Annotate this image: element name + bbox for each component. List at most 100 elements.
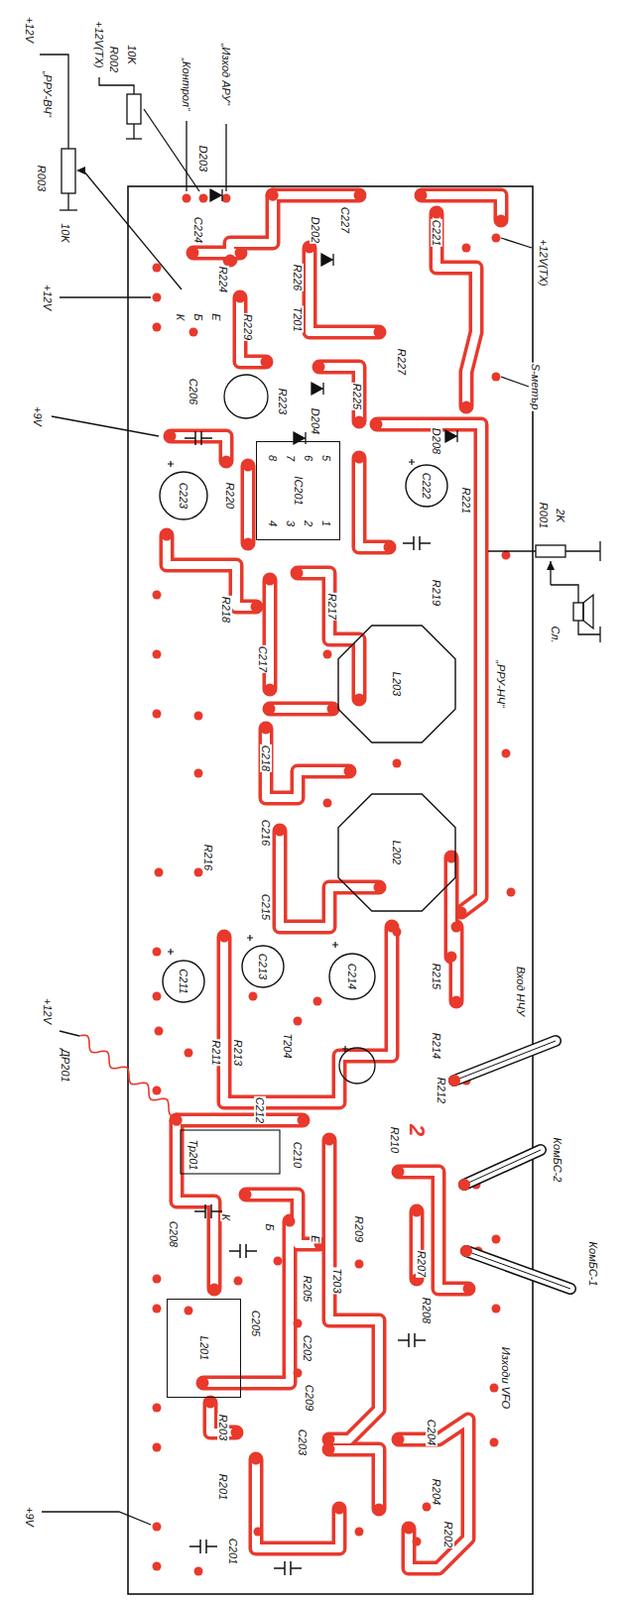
solder-pad [393,1435,405,1447]
terminal-label: Изходи VFO [500,1347,512,1411]
solder-pad [392,759,402,769]
solder-pad [225,254,237,266]
trace-outline [230,195,273,260]
part-label: R204 [430,1479,443,1507]
solder-pad [235,248,247,259]
cable-core [464,1150,541,1186]
solder-pad [383,542,395,554]
capacitor-stroke [194,431,197,446]
solder-pad [189,328,199,338]
capacitor-stroke [413,1334,416,1349]
solder-pad [152,323,162,333]
circle-outline [329,954,375,1000]
terminal-label: „РРУ-ВЧ“ [41,70,54,120]
polarity-mark [247,935,253,942]
part-label: D204 [309,407,322,436]
solder-pad [492,373,501,382]
part-label: Б [263,1223,276,1233]
trace-inner [246,1195,320,1246]
wire [565,550,601,552]
part-label: C210 [291,1141,304,1170]
terminal-label: S-метър [529,363,542,412]
solder-pad [313,998,323,1007]
solder-pad [314,362,326,374]
solder-pad [324,1445,336,1457]
capacitor-stroke [200,431,203,446]
solder-pad [501,750,511,759]
terminal-label: R002 [108,45,121,74]
part-label: R221 [460,487,473,515]
terminal-label: ДР201 [59,1048,72,1084]
octagon-outline [338,625,456,744]
trace-inner [279,831,379,928]
solder-pad [222,194,232,204]
component-label: L202 [390,840,403,867]
cable-jacket [466,1251,571,1290]
solder-pad [243,538,254,550]
trace-outline [255,1460,340,1550]
transistor-outline [224,375,268,419]
capacitor-stroke [407,1334,410,1349]
capacitor-stroke [211,1211,223,1214]
wiper-arrow [546,561,555,571]
wire [599,626,601,643]
capacitor-stroke [397,1340,409,1343]
capacitor-stroke [283,1562,286,1577]
part-label: C209 [303,1384,316,1413]
cable-solder [460,1246,473,1258]
capacitor-symbol [397,1334,426,1349]
part-label: R208 [420,1297,433,1326]
wire [41,1512,151,1526]
solder-pad [165,431,177,443]
solder-pad [152,1275,162,1285]
part-label: 7 [284,454,297,463]
solder-pad [182,194,192,204]
potentiometer-symbol [126,94,141,125]
part-label: 2 [404,1124,429,1138]
solder-pad [241,1190,252,1202]
trace-outline [359,458,389,548]
solder-pad [152,710,162,720]
solder-pad [264,684,276,696]
trace-outline [329,1140,379,1441]
wire [51,416,159,437]
capacitor-stroke [204,1205,207,1220]
coax-cables [448,1041,571,1290]
part-label: D203 [197,144,210,173]
solder-pad [152,1087,162,1097]
part-label: R207 [415,1250,428,1279]
transformer-outline [180,1130,280,1175]
terminal-label: КомБС-1 [587,1242,600,1289]
cable-inner [466,1251,571,1290]
capacitor-symbol [402,536,431,551]
solder-pad [152,650,162,660]
part-label: 4 [266,519,279,528]
solder-pad [267,190,279,202]
trace-inner [329,1140,379,1441]
trace-inner [359,458,389,548]
solder-pad [234,1277,244,1287]
solder-pad [250,602,262,614]
solder-pad [431,208,443,220]
trace-outline [170,436,227,462]
capacitor-stroke [201,437,213,440]
part-label: R214 [430,1032,443,1061]
solder-pad [154,1027,164,1037]
capacitor-circle: C213 [241,945,285,990]
solder-pad [249,993,258,1002]
solder-pad [152,1404,162,1414]
part-label: 8 [266,454,279,463]
part-label: C208 [167,1221,180,1250]
solder-pad [393,1167,405,1179]
solder-pad [293,1320,303,1330]
part-label: R210 [388,1126,401,1155]
solder-pad [501,551,511,561]
capacitor-symbol [194,1205,223,1220]
copper-traces [152,190,516,1578]
diode-symbol [293,432,306,445]
solder-pad [243,461,254,473]
wire [59,1031,80,1037]
wire [550,585,579,604]
trace-inner [269,705,333,714]
